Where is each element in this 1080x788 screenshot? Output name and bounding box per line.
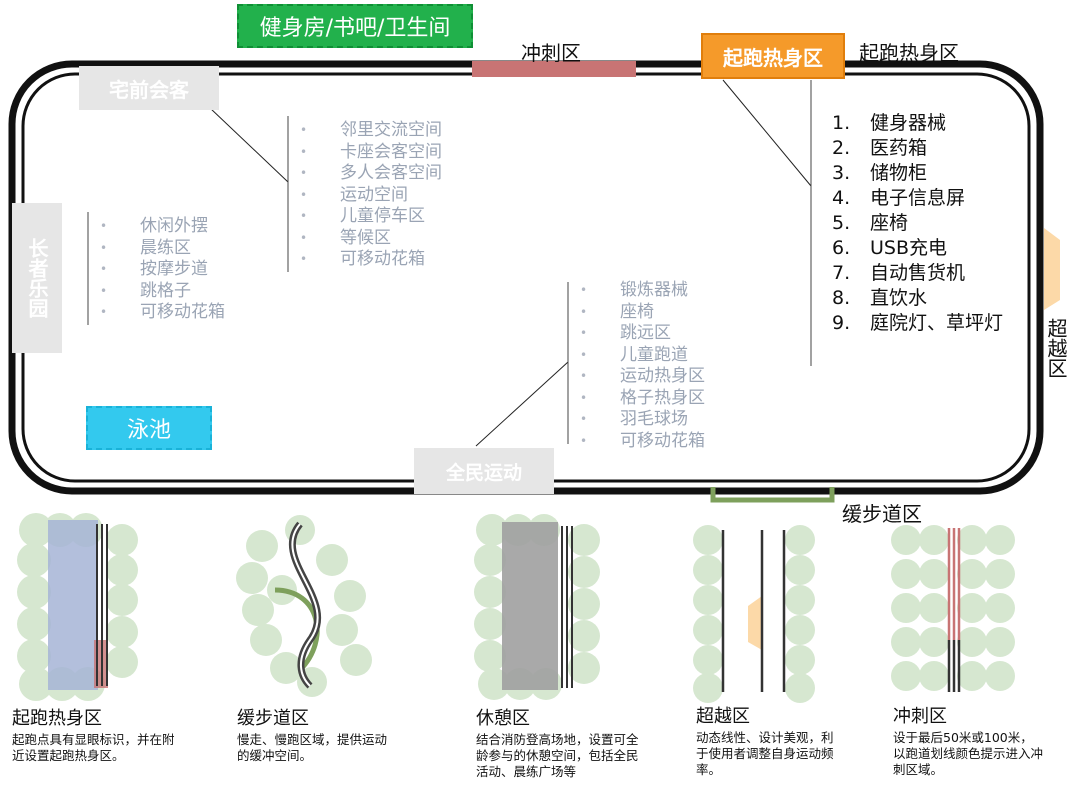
list-item: 2.医药箱	[832, 137, 928, 159]
list-item: 9.庭院灯、草坪灯	[832, 312, 1004, 334]
list-item: 5.座椅	[832, 212, 909, 234]
list-item: 按摩步道	[90, 259, 225, 281]
list-item: 邻里交流空间	[290, 120, 442, 142]
list-item: 7.自动售货机	[832, 262, 966, 284]
list-item: 跳格子	[90, 281, 225, 303]
front-yard-box: 宅前会客	[79, 66, 219, 110]
jog-zone-bracket	[710, 487, 835, 503]
caption-desc-sprint: 设于最后50米或100米，以跑道划线颜色提示进入冲刺区域。	[893, 730, 1044, 777]
overtake-zone-tab	[1044, 228, 1060, 310]
caption-title-overtake: 超越区	[696, 706, 750, 727]
elder-list: 休闲外摆 晨练区 按摩步道 跳格子 可移动花箱	[90, 216, 225, 324]
illus-overtake	[693, 525, 815, 703]
illus-sprint	[891, 525, 1015, 692]
list-item: 4.电子信息屏	[832, 187, 966, 209]
caption-title-sprint: 冲刺区	[893, 706, 947, 727]
list-item: 休闲外摆	[90, 216, 225, 238]
list-item: 运动空间	[290, 185, 442, 207]
fitness-box: 健身房/书吧/卫生间	[237, 4, 473, 48]
list-item: 1.健身器械	[832, 112, 947, 134]
list-item: 儿童停车区	[290, 206, 442, 228]
list-item: 3.储物柜	[832, 162, 928, 184]
list-item: 跳远区	[570, 323, 705, 345]
warmup-zone-label: 起跑热身区	[859, 41, 959, 65]
list-item: 可移动花箱	[290, 249, 442, 271]
sprint-zone-strip	[472, 61, 636, 77]
list-item: 锻炼器械	[570, 280, 705, 302]
caption-title-warmup: 起跑热身区	[12, 708, 102, 729]
jog-zone-label: 缓步道区	[842, 502, 922, 526]
pool-box: 泳池	[86, 406, 212, 450]
sports-leader	[475, 361, 569, 447]
sprint-zone-label: 冲刺区	[521, 41, 581, 65]
elder-box: 长者乐园	[12, 203, 62, 353]
sports-list: 锻炼器械 座椅 跳远区 儿童跑道 运动热身区 格子热身区 羽毛球场 可移动花箱	[570, 280, 705, 452]
list-item: 可移动花箱	[90, 302, 225, 324]
list-item: 儿童跑道	[570, 345, 705, 367]
illus-warmup	[17, 513, 138, 701]
caption-desc-jog: 慢走、慢跑区域，提供运动的缓冲空间。	[237, 732, 388, 763]
overtake-zone-label: 超越区	[1044, 318, 1068, 378]
front-yard-leader	[209, 107, 289, 183]
caption-title-jog: 缓步道区	[237, 708, 309, 729]
list-item: 8.直饮水	[832, 287, 928, 309]
national-sports-box: 全民运动	[414, 448, 554, 494]
list-item: 座椅	[570, 302, 705, 324]
list-item: 卡座会客空间	[290, 142, 442, 164]
list-item: 运动热身区	[570, 366, 705, 388]
caption-desc-warmup: 起跑点具有显眼标识，并在附近设置起跑热身区。	[12, 732, 175, 763]
warmup-list: 1.健身器械 2.医药箱 3.储物柜 4.电子信息屏 5.座椅 6.USB充电 …	[832, 111, 1003, 336]
caption-desc-overtake: 动态线性、设计美观，利于使用者调整自身运动频率。	[696, 730, 834, 777]
list-item: 等候区	[290, 228, 442, 250]
illus-rest	[474, 514, 600, 700]
list-item: 6.USB充电	[832, 237, 948, 259]
warmup-leader	[722, 79, 812, 187]
front-yard-list: 邻里交流空间 卡座会客空间 多人会客空间 运动空间 儿童停车区 等候区 可移动花…	[290, 120, 442, 271]
caption-desc-rest: 结合消防登高场地，设置可全龄参与的休憩空间，包括全民活动、晨练广场等	[476, 732, 639, 779]
caption-title-rest: 休憩区	[476, 708, 530, 729]
list-item: 可移动花箱	[570, 431, 705, 453]
list-item: 羽毛球场	[570, 409, 705, 431]
illus-jog	[236, 515, 372, 697]
list-item: 格子热身区	[570, 388, 705, 410]
list-item: 晨练区	[90, 238, 225, 260]
list-item: 多人会客空间	[290, 163, 442, 185]
warmup-box: 起跑热身区	[701, 33, 845, 79]
